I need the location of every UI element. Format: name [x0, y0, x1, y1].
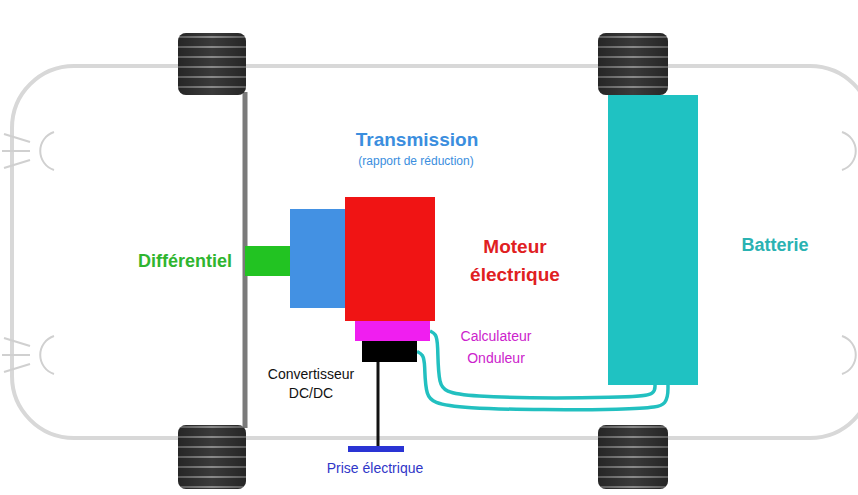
part-label: Convertisseur DC/DC: [255, 365, 367, 403]
battery-box: Batterie: [608, 95, 698, 385]
headlights: [2, 132, 856, 374]
part-label: Calculateur Onduleur: [446, 325, 546, 369]
part-label: Différentiel: [80, 250, 232, 272]
part-sublabel: (rapport de réduction): [345, 153, 487, 169]
dc-dc-converter-box: Convertisseur DC/DC: [362, 341, 417, 362]
motor-box: Moteur électrique: [345, 197, 435, 321]
wheels: [178, 33, 668, 489]
power-socket: Prise électrique: [348, 446, 404, 452]
charging-wire: [377, 362, 380, 446]
car-body: [12, 66, 858, 438]
part-label: Prise électrique: [300, 459, 450, 477]
transmission-box: Transmission(rapport de réduction): [290, 209, 345, 308]
differential-box: Différentiel: [245, 246, 290, 276]
part-label: Transmission: [352, 128, 482, 152]
inverter-box: Calculateur Onduleur: [355, 321, 430, 341]
part-label: Batterie: [730, 234, 820, 256]
part-label: Moteur électrique: [455, 233, 575, 289]
